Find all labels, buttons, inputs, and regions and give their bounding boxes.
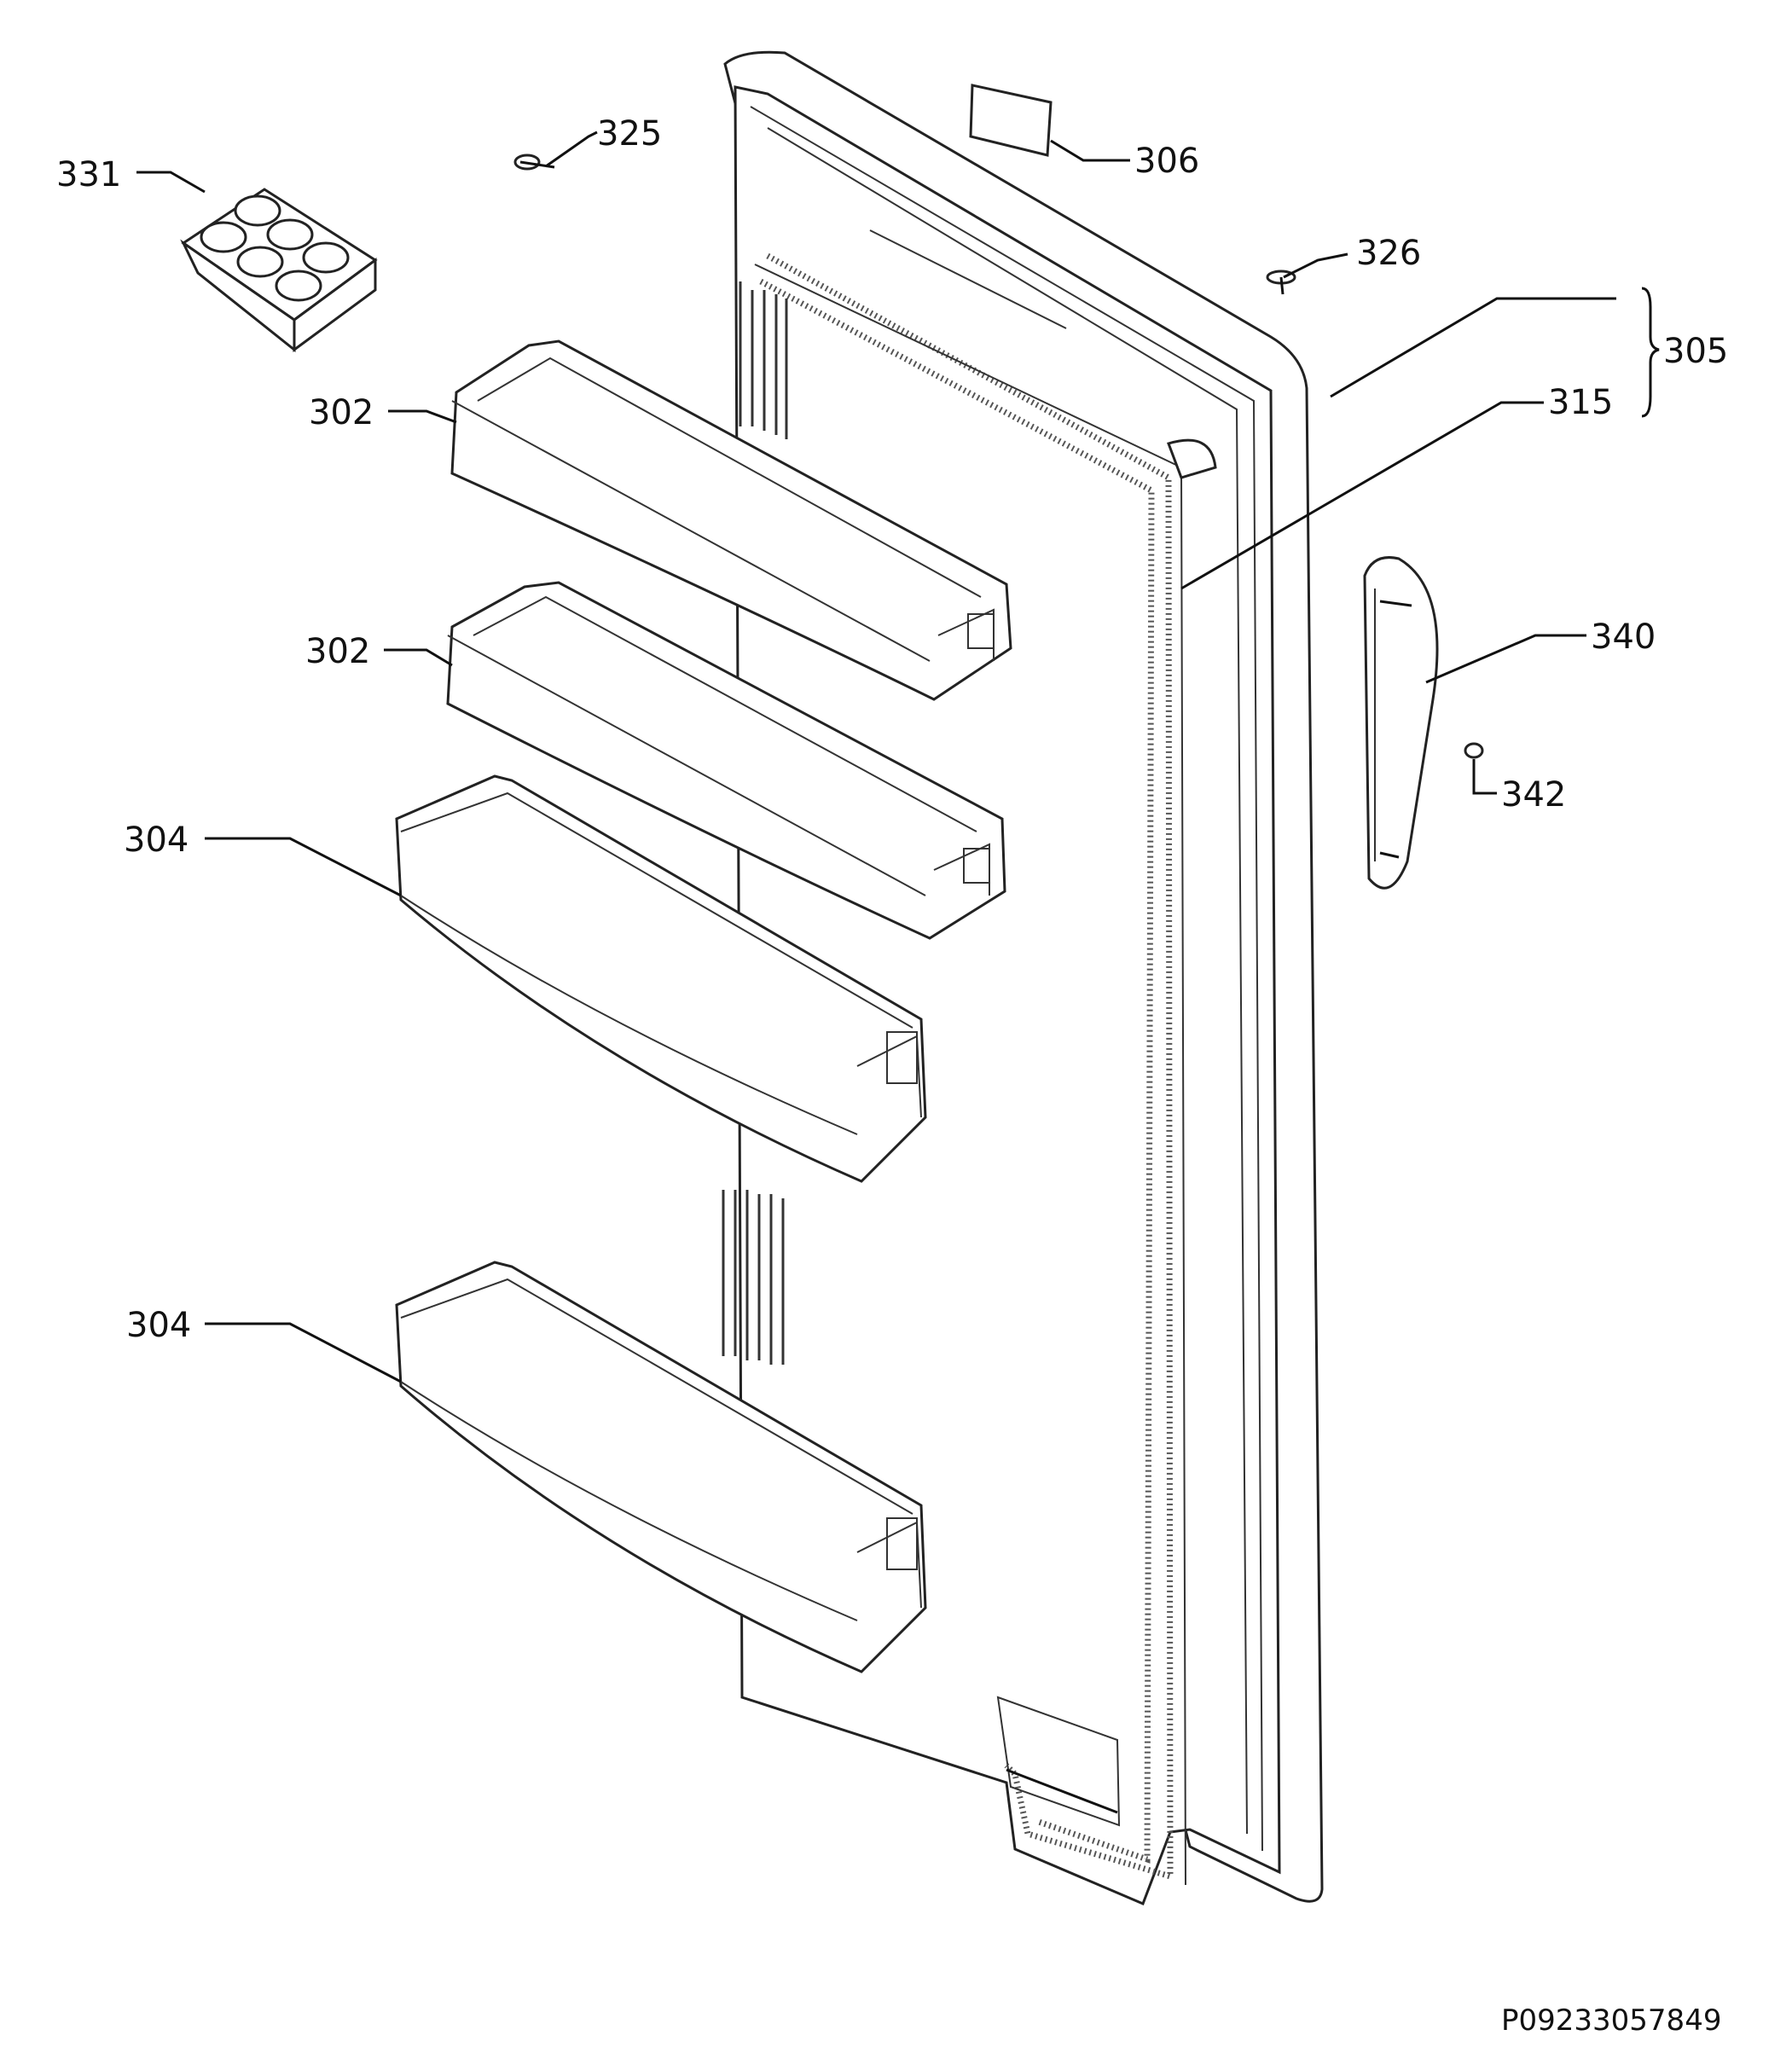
liner-top-line xyxy=(869,229,1067,329)
part-302-shelf-lower xyxy=(446,581,1006,940)
door-liner-edge xyxy=(750,106,1263,1852)
callout-labels: 331 325 306 326 305 315 302 302 340 342 … xyxy=(56,114,1728,2038)
liner-rib xyxy=(1006,1768,1118,1814)
callout-340: 340 xyxy=(1591,618,1656,657)
leader-342 xyxy=(1472,759,1497,795)
callout-315: 315 xyxy=(1548,383,1613,422)
leader-306 xyxy=(1050,139,1130,162)
drawing-code: P09233057849 xyxy=(1501,2004,1721,2038)
leader-302b xyxy=(384,648,453,667)
liner-hatching-bottom xyxy=(722,1190,785,1365)
liner-hatching-top xyxy=(739,281,788,439)
part-325-screw xyxy=(513,154,555,171)
leader-340 xyxy=(1425,634,1586,684)
part-306-label-sticker xyxy=(969,84,1053,157)
leader-331 xyxy=(136,171,206,194)
part-340-door-handle xyxy=(1363,556,1439,890)
callout-325: 325 xyxy=(597,114,662,154)
callout-304a: 304 xyxy=(124,821,188,860)
callout-305: 305 xyxy=(1663,332,1728,371)
liner-recess xyxy=(996,1696,1121,1827)
leader-302a xyxy=(388,409,457,424)
door-gasket-inner xyxy=(759,278,1155,1864)
leader-325 xyxy=(545,130,598,168)
callout-302b: 302 xyxy=(305,632,370,671)
callout-306: 306 xyxy=(1134,142,1199,181)
leader-304a xyxy=(205,837,402,897)
leader-326 xyxy=(1283,252,1348,279)
leader-305 xyxy=(1330,297,1616,398)
leader-315 xyxy=(1180,401,1544,590)
part-304-bin-lower xyxy=(395,1261,927,1673)
leader-lines xyxy=(136,130,1660,1383)
callout-331: 331 xyxy=(56,155,121,194)
callout-342: 342 xyxy=(1501,775,1566,815)
leader-304b xyxy=(205,1322,402,1383)
part-304-bin-upper xyxy=(395,774,927,1183)
door-liner-edge-2 xyxy=(767,127,1248,1835)
callout-326: 326 xyxy=(1356,234,1421,273)
brace-305 xyxy=(1641,287,1660,418)
callout-302a: 302 xyxy=(309,393,374,432)
part-342-screw-cap xyxy=(1464,742,1484,759)
gasket-corner xyxy=(1167,438,1217,479)
part-331-egg-tray xyxy=(180,188,378,353)
callout-304b: 304 xyxy=(126,1306,191,1345)
part-302-shelf-upper xyxy=(450,339,1012,701)
